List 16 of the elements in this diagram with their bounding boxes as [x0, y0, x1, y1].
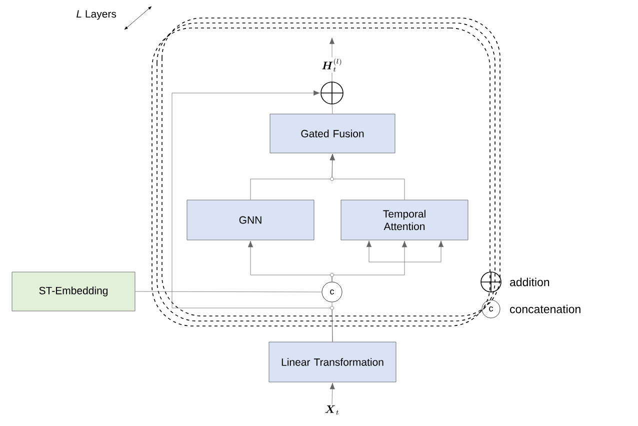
process-box: Gated Fusion — [270, 114, 396, 154]
math-label: $\boldsymbol{H}_t^{(l)}$ — [320, 57, 344, 73]
arrow — [172, 90, 333, 342]
process-box: Linear Transformation — [268, 342, 396, 382]
addition-symbol — [320, 82, 344, 104]
legend-label: concatenation — [510, 304, 580, 314]
arrow — [330, 382, 335, 404]
arrow — [329, 38, 335, 58]
process-box: Temporal Attention — [340, 200, 468, 240]
arrow — [332, 240, 408, 282]
process-box: ST-Embedding — [12, 272, 136, 312]
layer-count-label: L Layers — [76, 10, 116, 20]
process-box: GNN — [186, 200, 314, 240]
arrow — [330, 154, 405, 200]
legend-label: addition — [510, 278, 550, 286]
math-label: $\boldsymbol{X}_t$ — [325, 405, 338, 415]
